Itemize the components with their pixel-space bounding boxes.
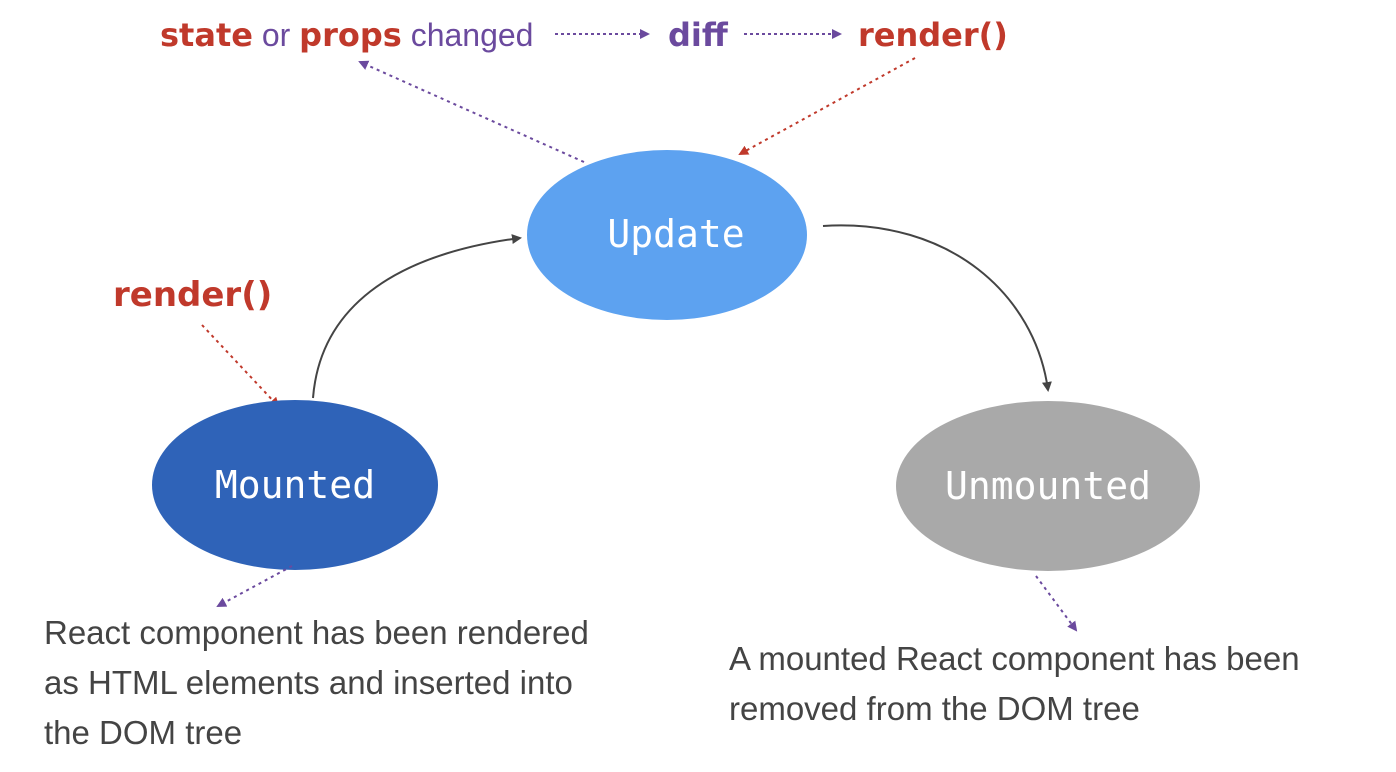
mounted-description-connector xyxy=(216,565,293,607)
unmounted-description-line-1: A mounted React component has been xyxy=(729,640,1300,677)
update-to-trigger-connector xyxy=(358,60,585,163)
diff-step: diff xyxy=(668,16,729,54)
initial-render-arrow xyxy=(201,324,280,408)
state-keyword: state xyxy=(160,16,253,54)
mounted-label: Mounted xyxy=(215,463,375,507)
initial-render-label: render() xyxy=(113,275,272,315)
mounted-to-update-arrow xyxy=(312,234,522,399)
unmounted-description-connector xyxy=(1035,575,1078,632)
unmounted-description-line-2: removed from the DOM tree xyxy=(729,690,1140,727)
mounted-description-line-2: as HTML elements and inserted into xyxy=(44,664,573,701)
update-node xyxy=(527,150,807,320)
unmounted-label: Unmounted xyxy=(945,464,1151,508)
or-connector: or xyxy=(253,17,299,53)
mounted-node xyxy=(152,400,438,570)
mounted-description-line-3: the DOM tree xyxy=(44,714,242,751)
props-keyword: props xyxy=(299,16,402,54)
top-render-step: render() xyxy=(858,16,1008,54)
update-label: Update xyxy=(607,212,744,256)
unmounted-node xyxy=(896,401,1200,571)
mounted-description-line-1: React component has been rendered xyxy=(44,614,589,651)
changed-text: changed xyxy=(402,17,534,53)
render-to-update-connector xyxy=(738,57,916,155)
update-to-unmounted-arrow xyxy=(822,224,1052,392)
top-flow-trigger-text: state or props changed xyxy=(160,16,533,54)
